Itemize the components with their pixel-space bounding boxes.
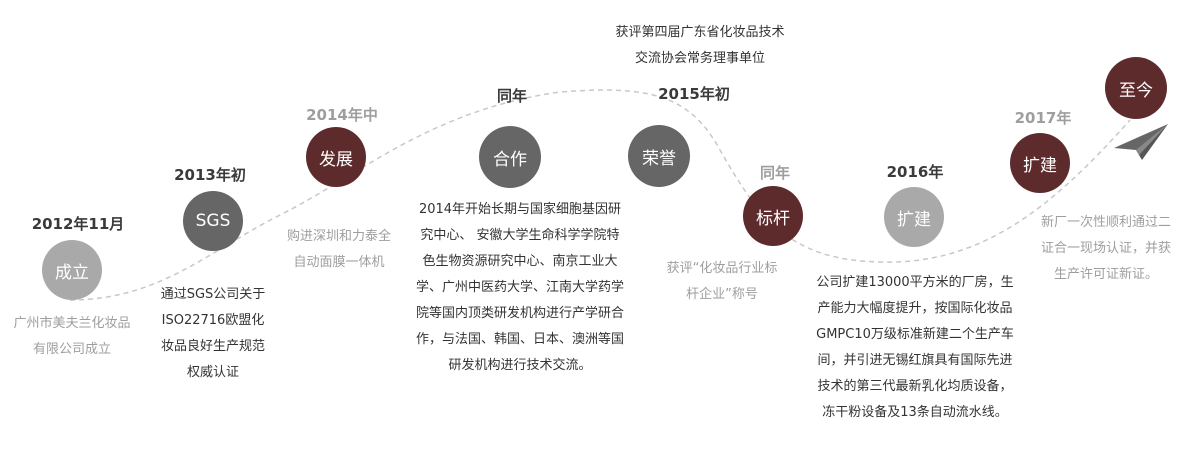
- milestone-year-2012: 2012年11月: [31, 215, 125, 233]
- milestone-year-2017: 2017年: [1014, 109, 1072, 127]
- paper-plane-icon: [1114, 124, 1168, 160]
- milestone-desc-benchmark: 获评“化妆品行业标杆企业”称号: [666, 261, 778, 302]
- milestone-year-same-2: 同年: [759, 164, 791, 182]
- milestone-desc-honor: 获评第四届广东省化妆品技术交流协会常务理事单位: [615, 25, 785, 66]
- milestone-desc-cooperation: 2014年开始长期与国家细胞基因研究中心、 安徽大学生命科学学院特色生物资源研究…: [416, 202, 625, 373]
- milestone-desc-founded: 广州市美夫兰化妆品有限公司成立: [13, 316, 131, 357]
- milestone-year-2014: 2014年中: [306, 106, 378, 124]
- milestone-circle-expand-2016[interactable]: 扩建: [884, 187, 944, 247]
- milestone-year-2015: 2015年初: [658, 85, 730, 103]
- milestone-circle-expand-2017[interactable]: 扩建: [1010, 133, 1070, 193]
- milestone-circle-present[interactable]: 至今: [1105, 57, 1167, 119]
- milestone-year-same-1: 同年: [496, 87, 528, 105]
- milestone-year-2013: 2013年初: [174, 166, 246, 184]
- milestone-circle-benchmark[interactable]: 标杆: [743, 186, 803, 246]
- milestone-circle-founded[interactable]: 成立: [42, 240, 102, 300]
- milestone-desc-sgs: 通过SGS公司关于ISO22716欧盟化妆品良好生产规范权威认证: [160, 287, 266, 380]
- milestone-desc-expand-2016: 公司扩建13000平方米的厂房，生产能力大幅度提升，按国际化妆品GMPC10万级…: [816, 275, 1014, 420]
- milestone-year-2016: 2016年: [886, 163, 944, 181]
- milestone-circle-develop[interactable]: 发展: [306, 127, 366, 187]
- milestone-circle-honor[interactable]: 荣誉: [628, 125, 690, 187]
- milestone-desc-develop: 购进深圳和力泰全自动面膜一体机: [286, 229, 391, 270]
- milestone-circle-sgs[interactable]: SGS: [183, 191, 243, 251]
- milestone-desc-expand-2017: 新厂一次性顺利通过二证合一现场认证，并获生产许可证新证。: [1040, 215, 1171, 282]
- milestone-circle-cooperation[interactable]: 合作: [479, 126, 541, 188]
